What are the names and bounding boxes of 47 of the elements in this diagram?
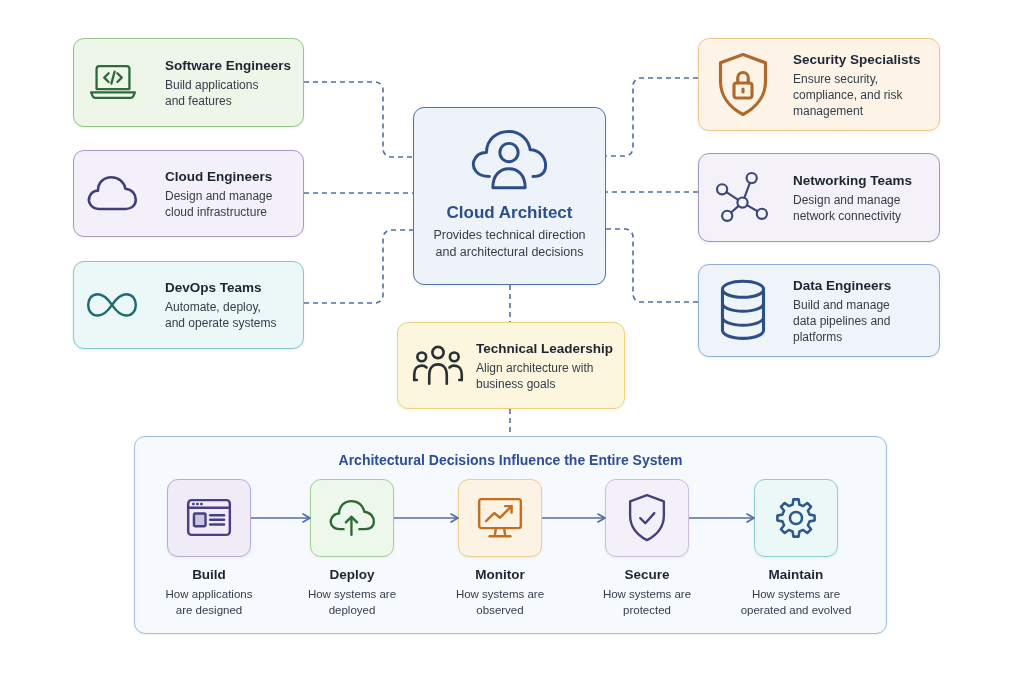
dashed-connector (303, 192, 414, 194)
arrow (688, 513, 755, 523)
dashed-connector (303, 229, 414, 304)
step-title: Maintain (767, 566, 825, 584)
dashed-connector (605, 191, 699, 193)
dashed-connector (303, 81, 414, 158)
card-title: DevOps Teams (165, 279, 262, 297)
dashed-connector (605, 228, 699, 303)
role-card (73, 38, 304, 127)
role-card (698, 38, 940, 131)
card-title: Networking Teams (793, 171, 913, 190)
step-title: Monitor (474, 566, 526, 584)
section-title: Architectural Decisions Influence the Entire System (338, 452, 683, 468)
card-description: Design and manage network connectivity (793, 191, 903, 224)
role-card (73, 150, 304, 237)
step-description: How systems are observed (454, 587, 546, 618)
step-title: Build (191, 566, 227, 584)
step-title: Secure (623, 566, 671, 584)
step-description: How systems are protected (601, 587, 693, 618)
step-description: How systems are deployed (306, 587, 398, 618)
card-description: Provides technical direction and architectural decisions (432, 227, 587, 261)
role-card (698, 264, 940, 357)
arrow (393, 513, 459, 523)
dashed-connector (509, 284, 511, 323)
card-title: Cloud Architect (446, 202, 573, 224)
card-description: Ensure security, compliance, and risk management (793, 70, 904, 119)
role-card (73, 261, 304, 349)
section-panel (134, 436, 887, 634)
dashed-connector (605, 77, 699, 157)
card-title: Security Specialists (793, 50, 921, 69)
card-description: Automate, deploy, and operate systems (165, 299, 278, 331)
card-title: Technical Leadership (476, 339, 614, 358)
card-description: Design and manage cloud infrastructure (165, 187, 274, 220)
step-title: Deploy (328, 566, 376, 584)
card-title: Cloud Engineers (165, 167, 273, 186)
card-description: Align architecture with business goals (476, 359, 595, 392)
card-description: Build and manage data pipelines and platforms (793, 296, 892, 345)
step-description: How applications are designed (164, 587, 254, 618)
arrow (250, 513, 311, 523)
card-title: Software Engineers (165, 56, 292, 75)
arrow (541, 513, 606, 523)
card-description: Build applications and features (165, 76, 260, 109)
role-card (413, 107, 606, 285)
role-card (698, 153, 940, 242)
role-card (397, 322, 625, 409)
card-title: Data Engineers (793, 276, 892, 295)
step-description: How systems are operated and evolved (739, 587, 853, 618)
